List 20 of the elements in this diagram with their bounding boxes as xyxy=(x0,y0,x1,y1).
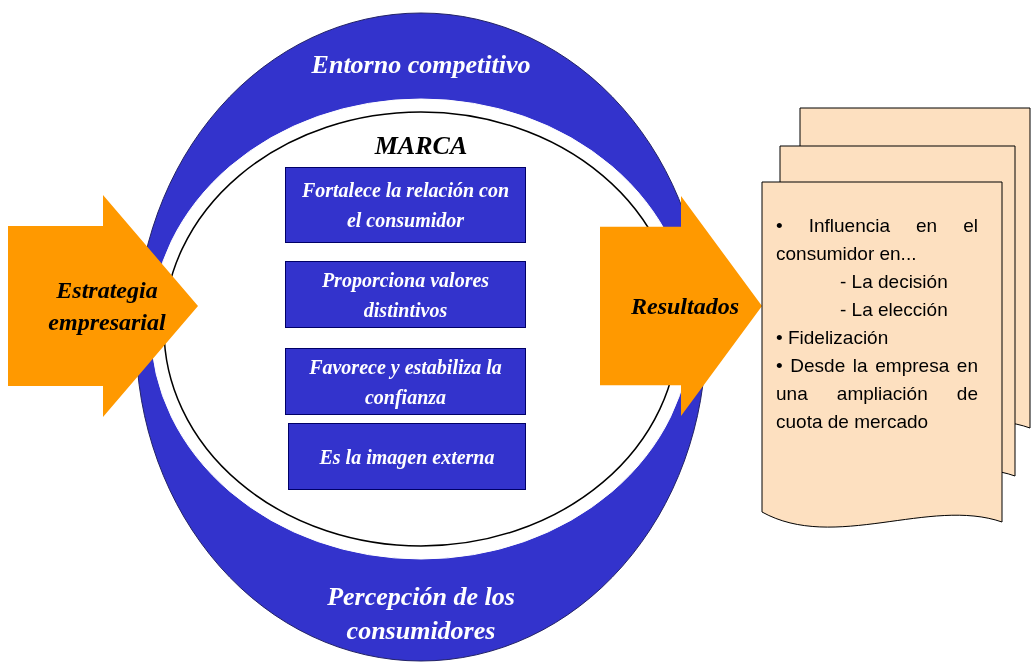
list-item: • Influencia en el consumidor en... xyxy=(776,214,978,266)
list-item: • Fidelización xyxy=(776,326,890,350)
list-item: • Desde la empresa en una ampliación de cuota de mercado xyxy=(776,354,978,434)
process-box xyxy=(288,423,526,490)
block-arrow xyxy=(8,195,198,417)
process-box xyxy=(285,261,526,328)
box-label: Proporciona valores distintivos xyxy=(320,267,491,323)
heading: MARCA xyxy=(373,130,469,162)
box-label: Fortalece la relación con el consumidor xyxy=(300,178,511,233)
box-label: Es la imagen externa xyxy=(318,444,496,471)
list-item: - La decisión xyxy=(839,270,949,294)
arrow-label: Resultados xyxy=(631,292,739,321)
box-label: Favorece y estabiliza la confianza xyxy=(308,354,503,411)
process-box xyxy=(285,348,526,415)
block-arrow xyxy=(600,196,762,416)
band-label: Percepción de los consumidores xyxy=(326,581,516,647)
band-label: Entorno competitivo xyxy=(310,49,532,81)
process-box xyxy=(285,167,526,243)
list-item: - La elección xyxy=(839,298,949,322)
arrow-label: Estrategia empresarial xyxy=(47,276,167,337)
